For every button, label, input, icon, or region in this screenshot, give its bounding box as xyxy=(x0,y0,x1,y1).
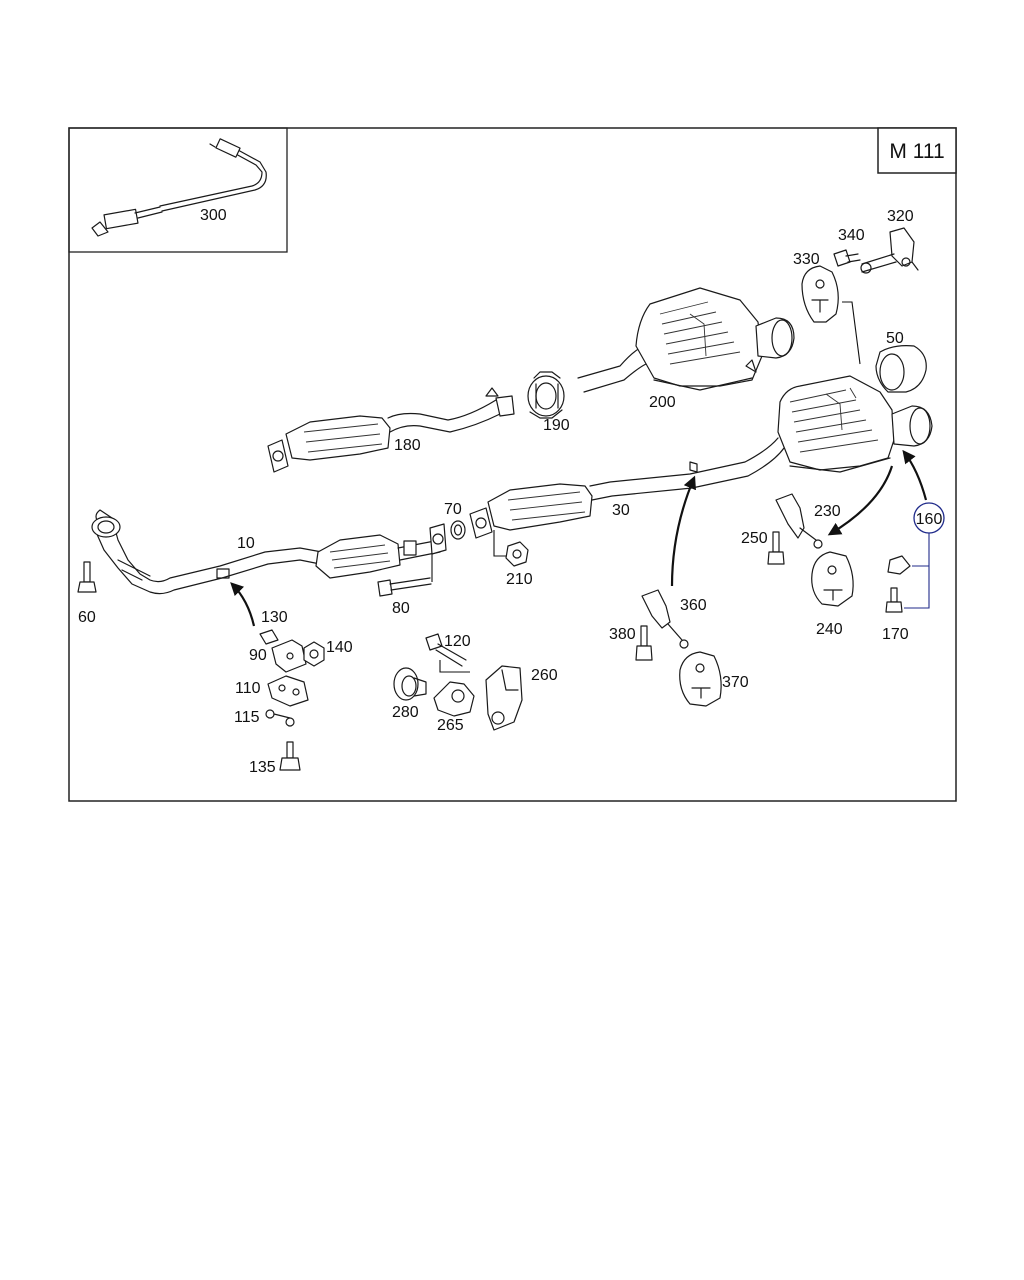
bolt-340 xyxy=(833,249,861,267)
model-badge-text: M 111 xyxy=(889,140,944,163)
clip-130 xyxy=(259,629,279,645)
rubber-mount-370 xyxy=(679,651,722,707)
bushing-265 xyxy=(433,681,475,717)
diagram-frame xyxy=(68,127,957,802)
middle-pipe-30 xyxy=(469,437,785,539)
rear-muffler-200 xyxy=(577,287,795,393)
callout-340: 340 xyxy=(838,227,865,244)
callout-250: 250 xyxy=(741,530,768,547)
callout-300: 300 xyxy=(200,207,227,224)
bracket-90 xyxy=(271,639,307,673)
callout-230: 230 xyxy=(814,503,841,520)
callout-240: 240 xyxy=(816,621,843,638)
bracket-360 xyxy=(641,589,689,649)
bolt-120 xyxy=(425,633,467,667)
callout-320: 320 xyxy=(887,208,914,225)
callout-50: 50 xyxy=(886,330,904,347)
bracket-110 xyxy=(267,675,309,707)
bolt-60 xyxy=(77,561,97,593)
bolt-135 xyxy=(279,741,301,771)
callout-260: 260 xyxy=(531,667,558,684)
callout-110: 110 xyxy=(235,680,261,697)
callout-120: 120 xyxy=(444,633,471,650)
callout-130: 130 xyxy=(261,609,288,626)
bolt-250 xyxy=(767,531,785,565)
inset-oxygen-sensor: 300 xyxy=(68,127,288,253)
callout-90: 90 xyxy=(249,647,267,664)
callout-370: 370 xyxy=(722,674,749,691)
bracket-230 xyxy=(775,493,823,549)
model-badge: M 111 xyxy=(877,127,957,174)
callout-60: 60 xyxy=(78,609,96,626)
arrow-to-mount-240 xyxy=(827,465,894,536)
callout-380: 380 xyxy=(609,626,636,643)
lead-120 xyxy=(439,660,470,673)
bushing-280 xyxy=(393,667,427,701)
bolt-80 xyxy=(377,542,433,597)
part-160-group: 160 xyxy=(885,502,945,613)
callout-280: 280 xyxy=(392,704,419,721)
oxygen-sensor-drawing xyxy=(91,138,267,237)
clip-115 xyxy=(265,709,295,727)
callout-70: 70 xyxy=(444,501,462,518)
callout-190: 190 xyxy=(543,417,570,434)
callout-210: 210 xyxy=(506,571,533,588)
callout-180: 180 xyxy=(394,437,421,454)
callout-360: 360 xyxy=(680,597,707,614)
front-pipe-10 xyxy=(91,509,441,595)
callout-30: 30 xyxy=(612,502,630,519)
seal-ring-70 xyxy=(450,520,466,540)
callout-140: 140 xyxy=(326,639,353,656)
rubber-mount-240 xyxy=(811,551,854,607)
callout-10: 10 xyxy=(237,535,255,552)
arrow-to-hanger-front xyxy=(230,582,256,627)
callout-170: 170 xyxy=(882,626,909,643)
flange-gasket xyxy=(429,523,447,555)
bolt-380 xyxy=(635,625,653,661)
callout-135: 135 xyxy=(249,759,276,776)
callout-200: 200 xyxy=(649,394,676,411)
clamp-190 xyxy=(527,371,565,419)
arrow-to-hanger-middle xyxy=(670,475,696,587)
arrow-from-160 xyxy=(902,449,928,501)
bracket-260 xyxy=(485,665,523,731)
nut-210 xyxy=(493,530,529,567)
callout-330: 330 xyxy=(793,251,820,268)
middle-pipe-180 xyxy=(267,387,515,473)
rubber-mount-330 xyxy=(801,265,861,365)
tailpipe-tip-50 xyxy=(875,345,927,393)
callout-265: 265 xyxy=(437,717,464,734)
bracket-320 xyxy=(860,227,919,274)
rear-muffler xyxy=(777,375,933,473)
callout-160: 160 xyxy=(916,511,943,528)
callout-80: 80 xyxy=(392,600,410,617)
callout-115: 115 xyxy=(234,709,260,726)
nut-140 xyxy=(303,641,325,667)
